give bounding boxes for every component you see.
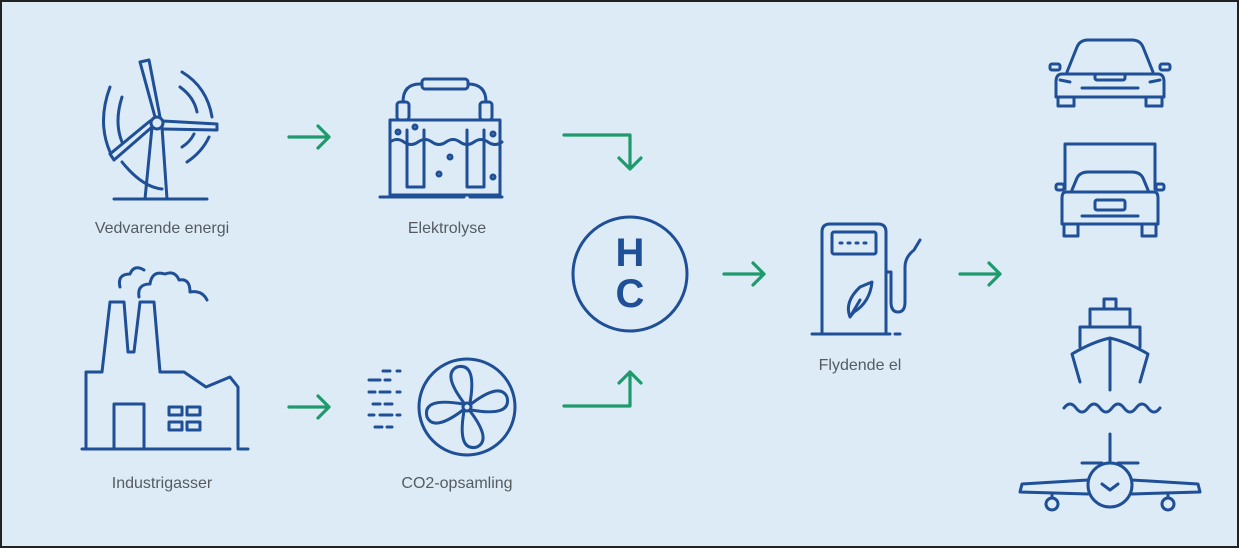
arrow-right-icon bbox=[287, 124, 331, 150]
hydrocarbon-c: C bbox=[615, 272, 645, 316]
label-co2-capture: CO2-opsamling bbox=[401, 475, 513, 492]
label-electrolysis: Elektrolyse bbox=[407, 220, 487, 237]
ship-icon bbox=[1062, 297, 1162, 414]
arrow-down-bend-icon bbox=[562, 133, 643, 171]
label-renewable-energy: Vedvarende energi bbox=[94, 220, 230, 237]
car-icon bbox=[1048, 38, 1172, 108]
label-liquid-electricity: Flydende el bbox=[818, 357, 902, 374]
arrow-up-bend-icon bbox=[562, 370, 643, 408]
hydrocarbon-h: H bbox=[615, 231, 645, 275]
electrolysis-icon bbox=[378, 77, 504, 199]
wind-turbine-icon bbox=[102, 58, 219, 201]
airplane-icon bbox=[1018, 432, 1202, 512]
co2-capture-fan-icon bbox=[367, 357, 517, 457]
fuel-pump-leaf-icon bbox=[810, 222, 922, 336]
hydrocarbon-circle bbox=[571, 215, 689, 333]
factory-icon bbox=[80, 266, 250, 451]
arrow-right-icon bbox=[287, 394, 331, 420]
arrow-right-icon bbox=[722, 261, 766, 287]
truck-icon bbox=[1054, 142, 1166, 238]
arrow-right-icon bbox=[958, 261, 1002, 287]
label-industrial-gases: Industrigasser bbox=[111, 475, 213, 492]
